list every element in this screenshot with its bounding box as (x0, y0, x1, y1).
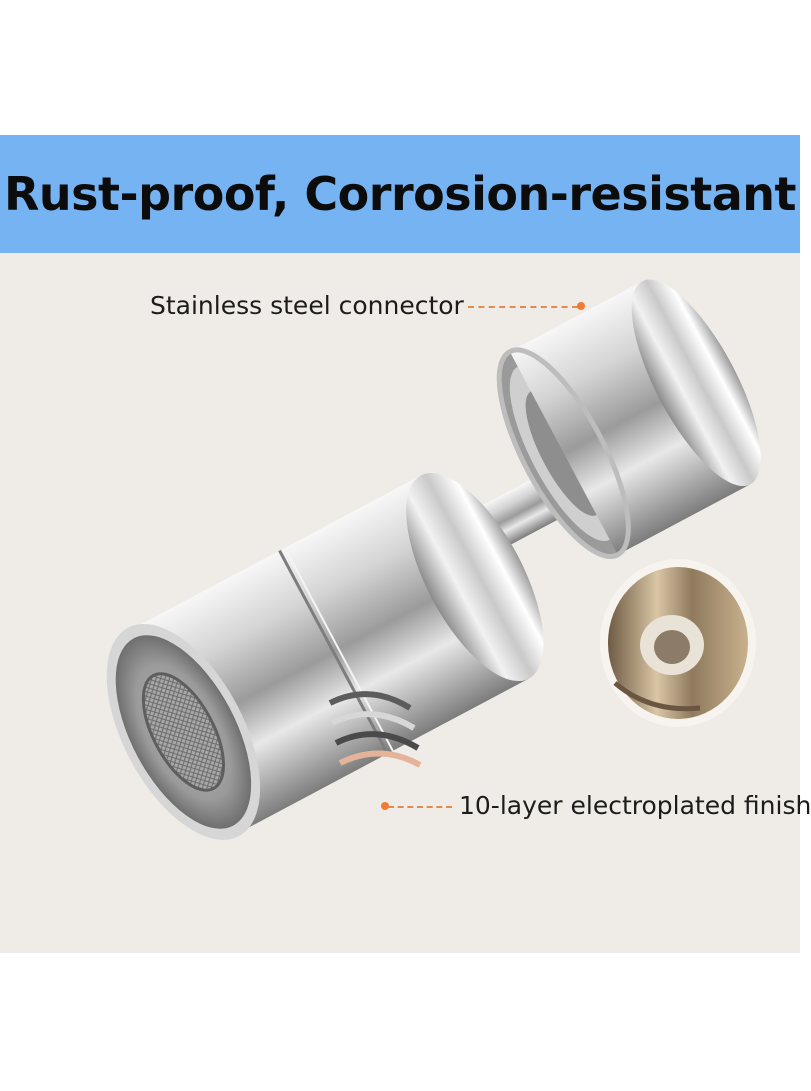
headline-banner: Rust-proof, Corrosion-resistant (0, 135, 800, 253)
nozzle-inset (600, 559, 756, 727)
connector-callout-label: Stainless steel connector (150, 291, 464, 320)
connector-callout-dot (577, 302, 585, 310)
stainless-connector (496, 279, 761, 559)
finish-callout-label: 10-layer electroplated finish (459, 791, 811, 820)
finish-callout-line (388, 806, 452, 808)
finish-callout-dot (381, 802, 389, 810)
faucet-aerator-illustration (106, 279, 761, 840)
headline: Rust-proof, Corrosion-resistant (3, 167, 797, 221)
product-photo: Stainless steel connector 10-layer elect… (0, 253, 811, 953)
swirl-detail (328, 691, 422, 768)
connector-callout-line (468, 306, 578, 308)
